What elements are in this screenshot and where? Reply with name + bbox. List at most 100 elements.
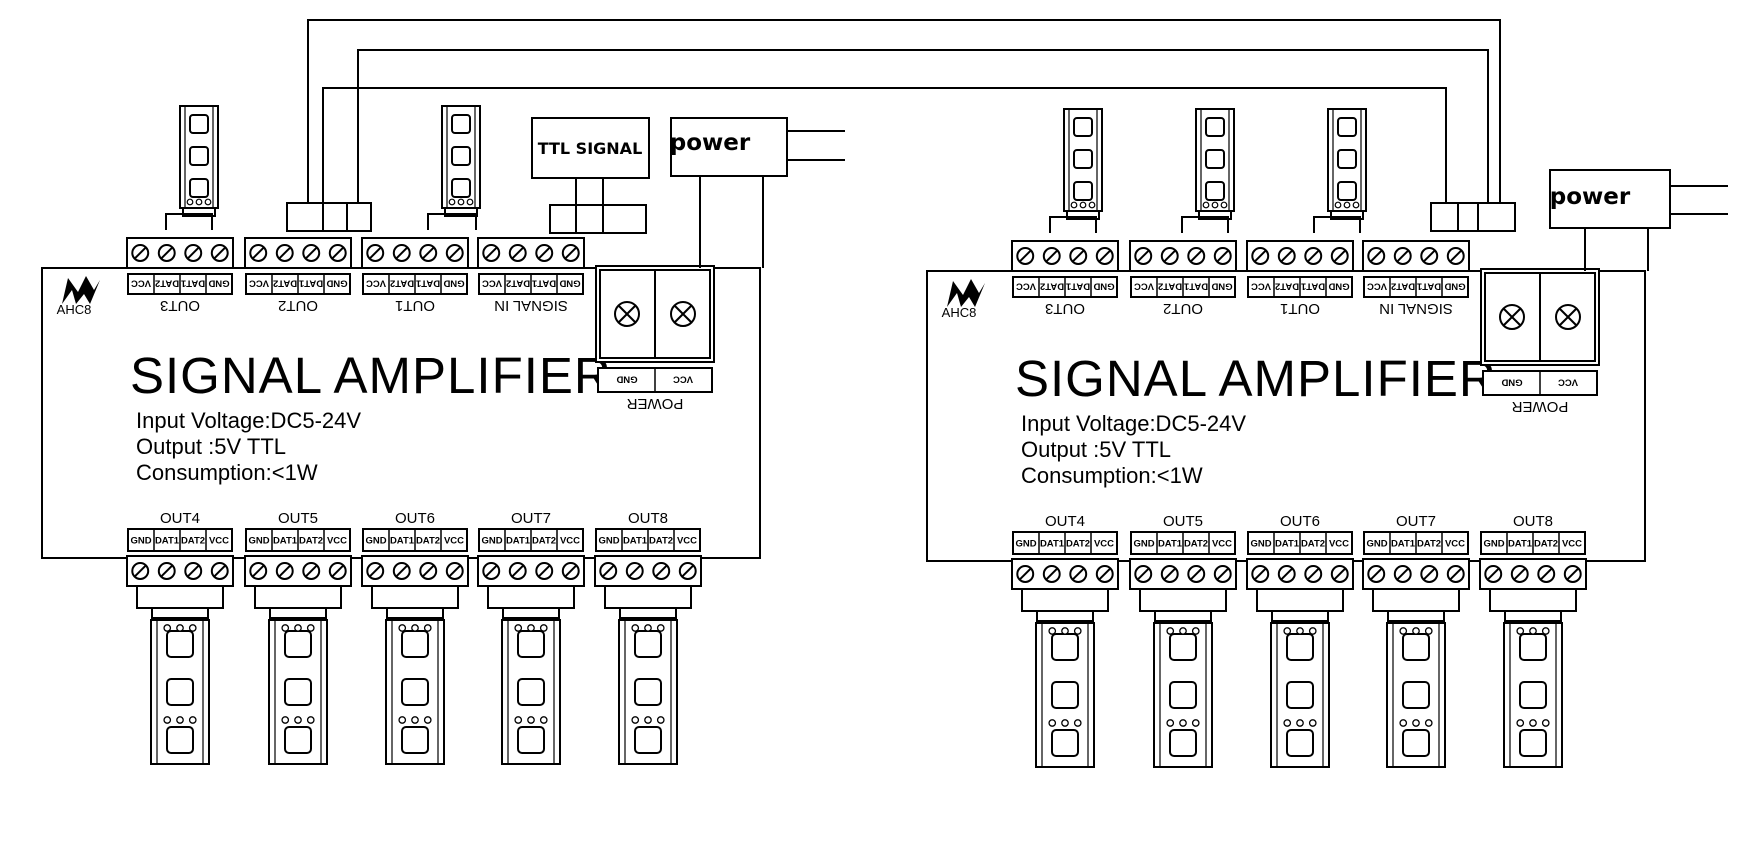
power-pin-label: VCC — [673, 374, 693, 385]
screw-icon — [1160, 565, 1179, 583]
led-chip-icon — [166, 726, 194, 754]
pin-label: VCC — [366, 278, 386, 289]
pin-label: DAT1 — [1040, 539, 1065, 550]
solder-pad-icon — [423, 624, 432, 632]
power-terminal-label: POWER — [1512, 398, 1569, 415]
top-led-strip — [1063, 108, 1103, 220]
screw-icon — [1277, 247, 1296, 265]
screw-icon — [131, 562, 150, 580]
pin-label: DAT1 — [1300, 281, 1325, 292]
screw-icon — [1367, 565, 1386, 583]
pin-label: GND — [1328, 281, 1349, 292]
pin-label: VCC — [444, 536, 464, 547]
screw-icon — [392, 562, 411, 580]
pin-label: GND — [130, 536, 151, 547]
led-chip-icon — [1519, 729, 1547, 757]
pin-label: GND — [1015, 539, 1036, 550]
top-port-label: SIGNAL IN — [494, 297, 568, 314]
pin-label: GND — [208, 278, 229, 289]
output-plug — [1139, 588, 1227, 612]
pin-label: DAT2 — [649, 536, 673, 547]
strip-connector — [269, 607, 327, 619]
solder-pad-icon — [195, 198, 203, 206]
top-port-label: OUT2 — [1163, 300, 1203, 317]
led-chip-icon — [1402, 729, 1430, 757]
pin-label: GND — [1133, 539, 1154, 550]
screw-icon — [419, 562, 438, 580]
solder-pad-icon — [188, 624, 197, 632]
pin-label: GND — [1093, 281, 1114, 292]
led-strip — [1035, 622, 1095, 768]
solder-pad-icon — [1191, 719, 1200, 727]
solder-pad-icon — [163, 716, 172, 724]
pin-label: DAT2 — [1184, 539, 1208, 550]
output-plug — [604, 585, 692, 609]
amplifier-title: SIGNAL AMPLIFIER — [1015, 350, 1497, 407]
solder-pad-icon — [1399, 719, 1408, 727]
solder-pad-icon — [423, 716, 432, 724]
pin-label: VCC — [1562, 539, 1582, 550]
bottom-port-label: OUT4 — [1045, 513, 1085, 530]
solder-pad-icon — [1202, 201, 1210, 209]
screw-icon — [599, 562, 618, 580]
pin-label: GND — [443, 278, 464, 289]
solder-pad-icon — [306, 716, 315, 724]
pin-label: DAT1 — [1183, 281, 1208, 292]
solder-pad-icon — [411, 716, 419, 724]
screw-icon — [535, 244, 554, 262]
solder-pad-icon — [1399, 627, 1408, 635]
pin-label: GND — [1250, 539, 1271, 550]
spec-line: Output :5V TTL — [1021, 437, 1171, 462]
led-chip-icon — [1286, 681, 1314, 709]
bottom-terminal-block — [1011, 558, 1119, 590]
solder-pad-icon — [1343, 201, 1351, 209]
solder-pad-icon — [1308, 627, 1317, 635]
solder-pad-icon — [1541, 719, 1550, 727]
solder-pad-icon — [1352, 201, 1360, 209]
solder-pad-icon — [1088, 201, 1096, 209]
pin-label: GND — [1444, 281, 1465, 292]
bottom-terminal-block — [594, 555, 702, 587]
input-plug — [1430, 202, 1516, 232]
brand-name: AHC8 — [57, 302, 92, 317]
screw-icon — [1160, 247, 1179, 265]
screw-icon — [445, 244, 464, 262]
solder-pad-icon — [1048, 719, 1057, 727]
led-chip-icon — [1337, 117, 1357, 137]
screw-icon — [419, 244, 438, 262]
strip-connector — [386, 607, 444, 619]
screw-icon — [1330, 565, 1349, 583]
pin-label: GND — [365, 536, 386, 547]
led-chip-icon — [1519, 681, 1547, 709]
pin-label: DAT1 — [1065, 281, 1090, 292]
power-source-box: power — [670, 117, 788, 177]
strip-connector — [444, 207, 478, 217]
pin-label: DAT2 — [1066, 539, 1090, 550]
solder-pad-icon — [1179, 719, 1187, 727]
brand-name: AHC8 — [942, 305, 977, 320]
amplifier-title: SIGNAL AMPLIFIER — [130, 347, 612, 404]
solder-pad-icon — [644, 624, 652, 632]
screw-icon — [1187, 565, 1206, 583]
screw-icon — [1277, 565, 1296, 583]
led-strip — [501, 619, 561, 765]
input-plug — [549, 204, 647, 234]
top-port-label: SIGNAL IN — [1379, 300, 1453, 317]
bottom-terminal-block — [1479, 558, 1587, 590]
screw-icon — [210, 562, 229, 580]
led-chip-icon — [1073, 117, 1093, 137]
pin-label: DAT2 — [1534, 539, 1558, 550]
strip-connector — [1198, 210, 1232, 220]
solder-pad-icon — [1079, 201, 1087, 209]
solder-pad-icon — [539, 624, 548, 632]
pin-label: DAT2 — [1301, 539, 1325, 550]
cable-wire — [307, 19, 1501, 203]
